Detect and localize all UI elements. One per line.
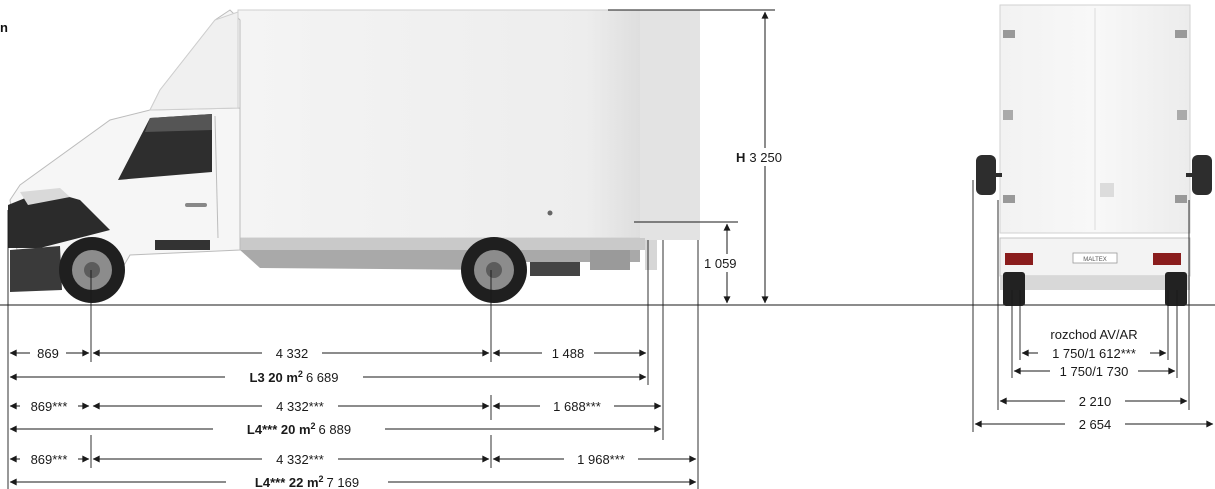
rear-extension-lines (972, 180, 1190, 432)
row-2-front-overhang: 869*** (31, 399, 68, 414)
row-2-rear-overhang: 1 688*** (553, 399, 601, 414)
body-width-value: 2 210 (1079, 394, 1112, 409)
rear-right-wheel (1165, 272, 1187, 306)
chassis (230, 238, 645, 250)
row-3-front-overhang: 869*** (31, 452, 68, 467)
cargo-box (237, 9, 649, 239)
truck-side-view (8, 9, 700, 303)
license-plate-text: MALTEX (1083, 257, 1107, 263)
rear-wheel (461, 237, 527, 303)
row-2-segments: 869*** 4 332*** 1 688*** (9, 398, 662, 414)
track-1-value: 1 750/1 612*** (1052, 346, 1136, 361)
row-3-wheelbase: 4 332*** (276, 452, 324, 467)
row-2-wheelbase: 4 332*** (276, 399, 324, 414)
row-1-rear-overhang: 1 488 (552, 346, 585, 361)
row-1-segments: 869 4 332 1 488 (9, 345, 647, 361)
row-3-rear-overhang: 1 968*** (577, 452, 625, 467)
right-mirror (1192, 155, 1212, 195)
row-3-segments: 869*** 4 332*** 1 968*** (9, 451, 697, 467)
license-plate (1072, 252, 1118, 264)
left-mirror (976, 155, 996, 195)
row-1-front-overhang: 869 (37, 346, 59, 361)
rear-left-wheel (1003, 272, 1025, 306)
floor-height-dim-label: 1 059 (704, 256, 737, 271)
corner-label: n (0, 20, 8, 35)
row-1-wheelbase: 4 332 (276, 346, 309, 361)
truck-rear-view: MALTEX (976, 4, 1212, 306)
box-rear-frame (640, 10, 700, 240)
front-wheel (59, 237, 125, 303)
mirror-width-value: 2 654 (1079, 417, 1112, 432)
track-2-value: 1 750/1 730 (1060, 364, 1129, 379)
side-extension-lines (7, 9, 775, 489)
track-title: rozchod AV/AR (1050, 327, 1137, 342)
